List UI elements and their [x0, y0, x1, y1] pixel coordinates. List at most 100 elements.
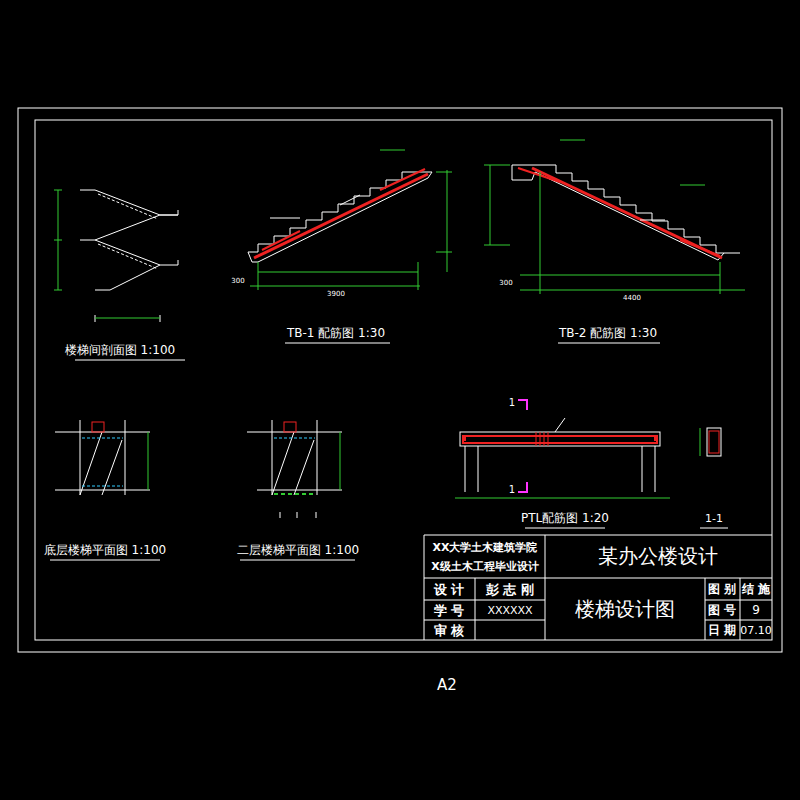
dimension-text: 4400 [623, 295, 641, 302]
title-block-cell: 图 别 [708, 583, 736, 595]
extension-line [418, 262, 419, 290]
dimension-text: 300 [499, 280, 512, 287]
grid-tick [316, 512, 317, 518]
wall-line [317, 420, 318, 495]
sheet-frame [18, 108, 782, 652]
tb2-drawing [484, 140, 745, 294]
slab-outline [248, 172, 432, 262]
grid-line [424, 535, 425, 640]
dimension-text: 300 [231, 278, 244, 285]
section-outline [707, 428, 721, 456]
underline [75, 360, 185, 361]
section-mark-label: 1 [509, 398, 515, 408]
grid-tick [280, 512, 281, 518]
underline [240, 560, 355, 561]
stair-flight [95, 240, 178, 265]
wall-line [272, 420, 273, 495]
slab-outline [512, 165, 724, 260]
title-block-cell: 审 核 [434, 624, 465, 637]
leader-line [270, 218, 300, 219]
title-block-cell: 楼梯设计图 [575, 599, 675, 619]
underline [525, 528, 605, 529]
dimension-text: 3900 [327, 291, 345, 298]
view-title: PTL配筋图 1:20 [521, 512, 609, 524]
beam-line [82, 438, 123, 439]
bottom-rebar [463, 438, 657, 443]
dimension-line [250, 286, 420, 287]
grid-line [545, 535, 546, 640]
column [92, 422, 104, 432]
stair-slab [98, 244, 158, 269]
title-block-cell: 结 施 [742, 583, 770, 595]
view-title: TB-2 配筋图 1:30 [559, 327, 657, 339]
neg-rebar [518, 168, 560, 182]
extension-line [484, 165, 510, 166]
dimension-tick [54, 240, 62, 241]
view-title: TB-1 配筋图 1:30 [287, 327, 385, 339]
stair-section [54, 190, 178, 322]
support-wall [478, 446, 479, 492]
dimension-line [447, 170, 448, 272]
leader-line [555, 418, 565, 432]
title-block-cell: XXXXXX [487, 605, 532, 616]
title-block-cell: 设 计 [434, 583, 465, 596]
extension-line [436, 172, 452, 173]
column [284, 422, 296, 432]
second-floor-plan [247, 420, 342, 518]
section-stirrup [709, 431, 719, 453]
leader-line [640, 220, 665, 221]
tb1-drawing [248, 150, 452, 290]
grid-line [424, 620, 545, 621]
section-mark [518, 482, 527, 492]
underline [50, 560, 160, 561]
stair-steps [512, 165, 740, 253]
wall-line [125, 420, 126, 495]
title-block-grid [424, 535, 772, 640]
view-title: 底层楼梯平面图 1:100 [44, 544, 166, 556]
wall-line [257, 490, 342, 491]
extension-line [258, 262, 259, 290]
neg-rebar [380, 169, 425, 190]
extension-line [436, 252, 452, 253]
dimension-tick [54, 190, 62, 191]
extension-line [720, 262, 721, 294]
wall-line [80, 420, 81, 495]
wall-line [55, 490, 150, 491]
stair-flight [80, 215, 178, 240]
grid-line [705, 600, 772, 601]
outer-frame [18, 108, 782, 652]
grid-line [424, 578, 772, 579]
stair-slab [98, 194, 158, 219]
title-block-cell: 07.10 [740, 625, 772, 636]
top-rebar [463, 436, 657, 440]
title-block-cell: X级土木工程毕业设计 [431, 561, 538, 572]
grid-line [705, 620, 772, 621]
dimension-line [560, 140, 585, 141]
underline [285, 343, 390, 344]
stirrup [540, 432, 541, 446]
view-title: 二层楼梯平面图 1:100 [237, 544, 359, 556]
stirrup [536, 432, 537, 446]
ptl-beam [455, 400, 721, 498]
dimension-line [148, 432, 149, 490]
support-wall [642, 446, 643, 492]
flight-line [272, 432, 294, 495]
underline [700, 528, 728, 529]
leader-line [340, 195, 360, 205]
grid-tick [297, 512, 298, 518]
grid-line [475, 578, 476, 640]
title-block-cell: 9 [752, 604, 760, 616]
dimension-line [455, 498, 670, 499]
beam-line [274, 493, 315, 495]
support-wall [655, 446, 656, 492]
neg-rebar [262, 231, 300, 250]
dimension-line [340, 432, 341, 490]
dimension-line [680, 185, 705, 186]
stirrup [548, 432, 549, 446]
sheet-size: A2 [437, 678, 457, 693]
title-underlines [50, 343, 728, 560]
dimension-line [520, 290, 745, 291]
dimension-tick [54, 290, 62, 291]
